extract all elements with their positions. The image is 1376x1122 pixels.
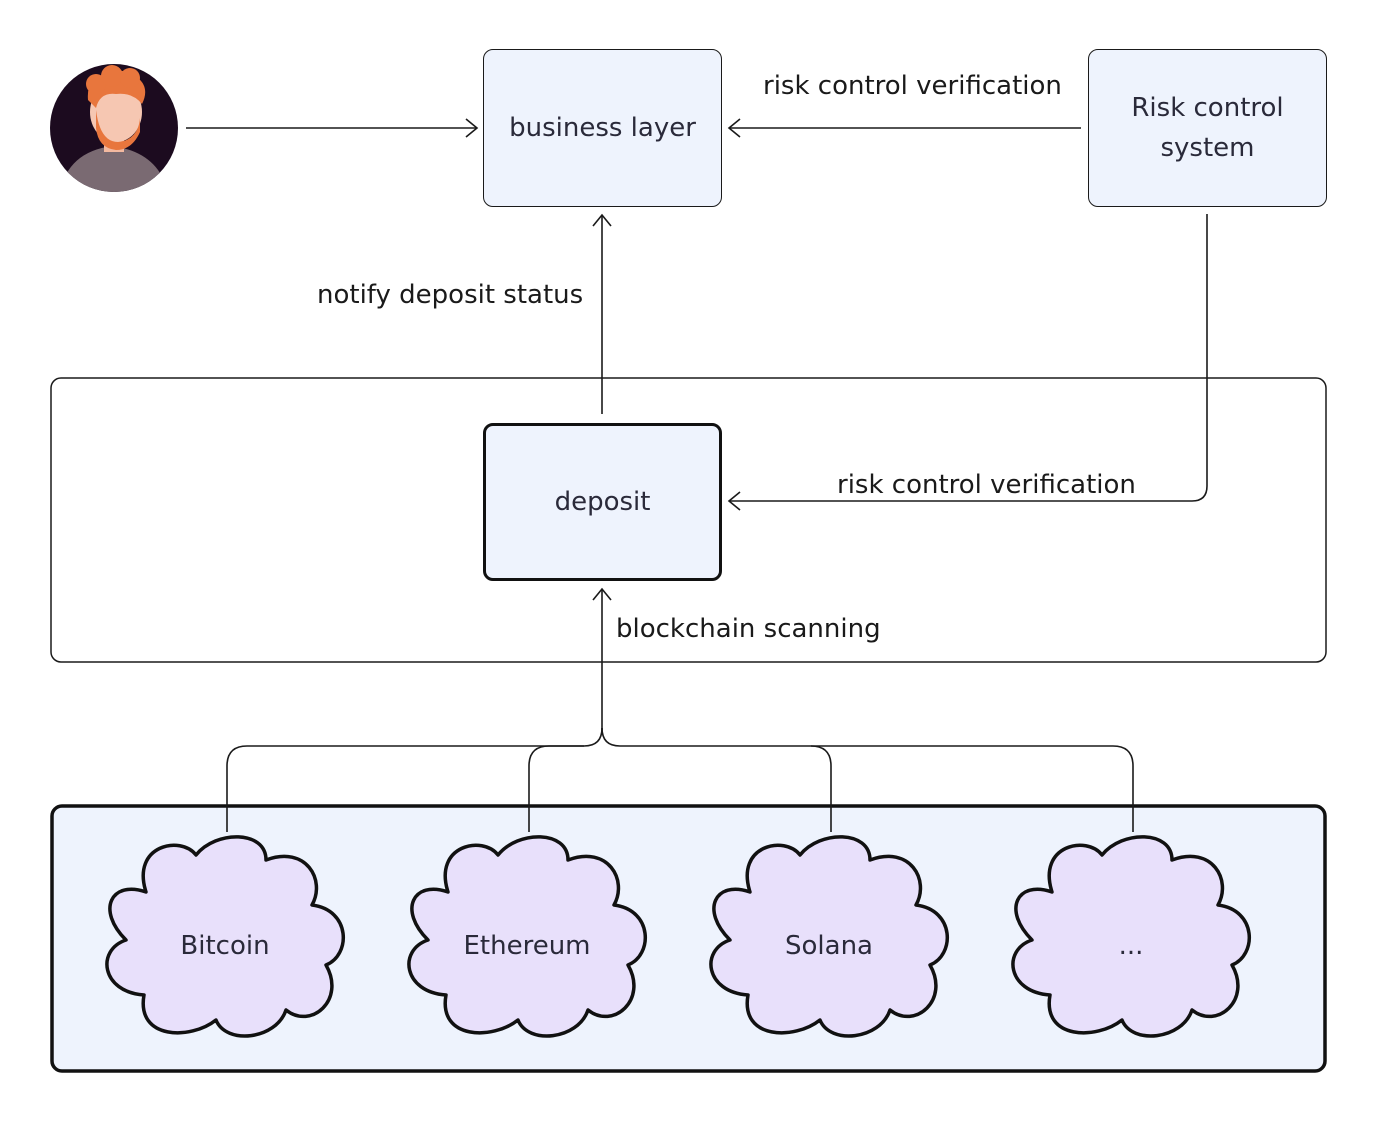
edge-ethereum-branch (528, 745, 584, 832)
edge-more-chains-branch (811, 745, 1134, 832)
user-avatar (50, 64, 178, 192)
chain-label-more: ... (1118, 931, 1144, 961)
edge-bitcoin-branch (226, 727, 603, 832)
cloud-more[interactable] (1011, 835, 1252, 1038)
arrowhead-deposit-to-business (592, 213, 612, 227)
arrowhead-chains-to-deposit (592, 587, 612, 601)
arrowhead-risk-to-deposit (727, 491, 741, 511)
risk-control-node[interactable]: Risk control system (1088, 49, 1327, 207)
chain-label-ethereum: Ethereum (463, 931, 591, 961)
deposit-label: deposit (554, 487, 651, 517)
blockchain-container (50, 804, 1327, 1073)
chain-label-solana: Solana (785, 931, 873, 961)
edge-label-risk-to-business: risk control verification (763, 71, 1062, 101)
business-layer-node[interactable]: business layer (483, 49, 722, 207)
chain-label-bitcoin: Bitcoin (180, 931, 270, 961)
deposit-node[interactable]: deposit (483, 423, 722, 581)
arrowhead-user-to-business (465, 118, 479, 138)
cloud-ethereum[interactable] (407, 835, 648, 1038)
risk-control-label-line2: system (1160, 133, 1255, 163)
cloud-solana[interactable] (709, 835, 950, 1038)
risk-control-label-line1: Risk control (1131, 93, 1284, 123)
arrowhead-risk-to-business (727, 118, 741, 138)
business-layer-label: business layer (509, 113, 696, 143)
edge-risk-to-deposit (730, 214, 1208, 502)
edge-label-deposit-to-business: notify deposit status (317, 280, 584, 310)
cloud-bitcoin[interactable] (105, 835, 346, 1038)
edge-label-risk-to-deposit: risk control verification (837, 470, 1136, 500)
edge-label-chains-to-deposit: blockchain scanning (616, 614, 881, 644)
